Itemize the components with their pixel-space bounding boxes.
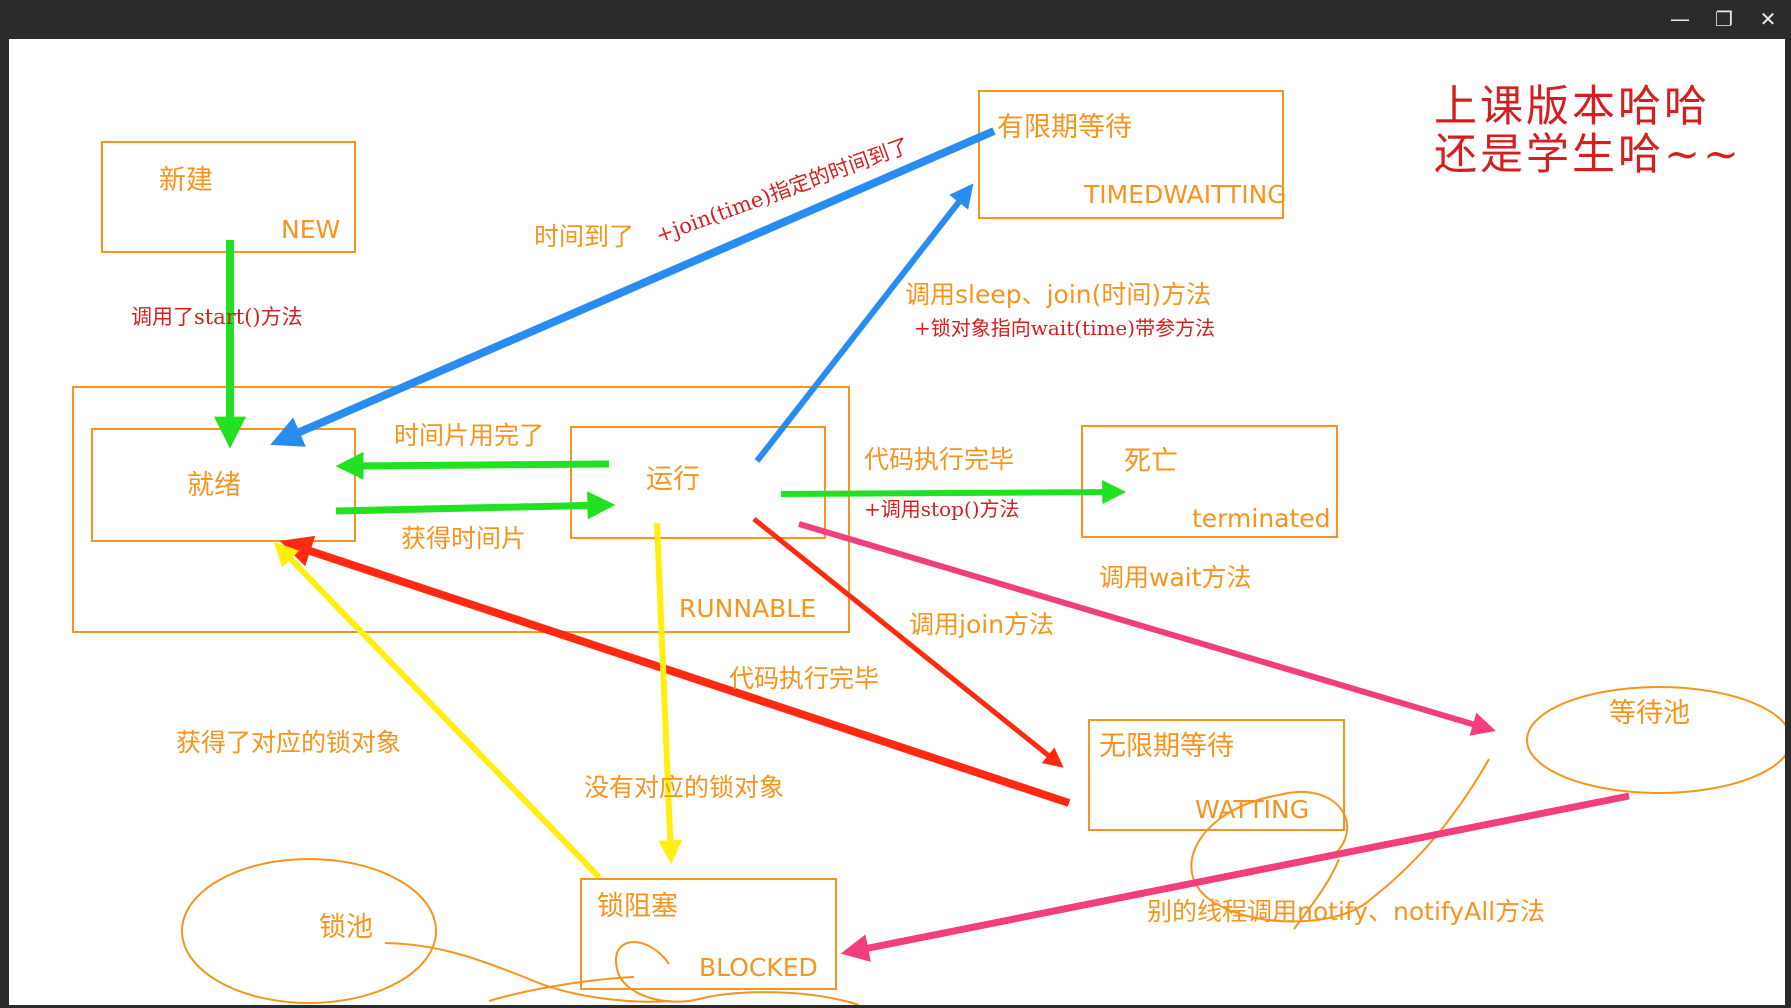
- label-code-done-2: 代码执行完毕: [729, 664, 879, 693]
- terminated-state-box: [1081, 425, 1338, 538]
- blocked-state-box: [580, 878, 837, 990]
- waiting-state-en: WATTING: [1195, 795, 1309, 824]
- runnable-state-box: [72, 386, 850, 633]
- thread-state-diagram: 新建 NEW 就绪 运行 RUNNABLE 有限期等待 TIMEDWAITTIN…: [72, 82, 1785, 1005]
- waiting-state-box: [1088, 719, 1345, 831]
- terminated-state-cn: 死亡: [1124, 446, 1178, 477]
- note-line-2: 还是学生哈~~: [1434, 130, 1742, 180]
- arrow-running-to-waiting: [752, 517, 1064, 768]
- lock-pool-label: 锁池: [319, 912, 373, 943]
- new-state-en: NEW: [281, 215, 340, 244]
- lock-pool-curve: [384, 942, 670, 1003]
- close-button[interactable]: ✕: [1759, 7, 1777, 31]
- arrow-waiting-to-ready: [279, 535, 1071, 807]
- arrow-blocked-to-ready: [273, 541, 602, 880]
- arrow-running-to-blocked: [654, 522, 683, 865]
- lock-pool-curve-2: [488, 976, 635, 1002]
- window-titlebar: — ❐ ✕: [0, 0, 1791, 38]
- arrow-waitpool-to-blocked: [840, 792, 1630, 962]
- terminated-state-en: terminated: [1192, 504, 1331, 533]
- arrow-running-to-timed: [754, 183, 974, 463]
- label-no-lock: 没有对应的锁对象: [584, 773, 784, 802]
- arrow-timed-to-ready: [270, 127, 996, 447]
- label-wait-time: +锁对象指向wait(time)带参方法: [914, 316, 1215, 340]
- label-call-wait: 调用wait方法: [1099, 563, 1252, 592]
- wait-pool-label: 等待池: [1609, 698, 1690, 729]
- waiting-scribble-tail: [1293, 858, 1340, 930]
- running-state-cn: 运行: [646, 464, 700, 495]
- arrow-running-to-terminated: [780, 480, 1127, 505]
- label-code-done-1: 代码执行完毕: [864, 445, 1014, 474]
- label-get-slice: 获得时间片: [401, 524, 526, 553]
- label-time-up: 时间到了: [534, 222, 634, 251]
- note-line-1: 上课版本哈哈: [1434, 82, 1710, 132]
- diagram-canvas: 新建 NEW 就绪 运行 RUNNABLE 有限期等待 TIMEDWAITTIN…: [9, 39, 1785, 1005]
- arrow-ready-to-running: [335, 491, 616, 520]
- runnable-state-en: RUNNABLE: [679, 594, 816, 623]
- blocked-state-en: BLOCKED: [699, 953, 818, 982]
- label-join-time: +join(time)指定的时间到了: [653, 134, 913, 248]
- timed-waiting-cn: 有限期等待: [997, 112, 1132, 143]
- label-call-join: 调用join方法: [909, 610, 1054, 639]
- label-stop-call: +调用stop()方法: [864, 497, 1020, 521]
- label-got-lock: 获得了对应的锁对象: [176, 728, 401, 757]
- minimize-button[interactable]: —: [1670, 7, 1690, 31]
- blocked-state-cn: 锁阻塞: [597, 891, 678, 922]
- label-notify: 别的线程调用notify、notifyAll方法: [1147, 897, 1545, 926]
- arrow-running-to-waitpool: [798, 521, 1496, 736]
- maximize-button[interactable]: ❐: [1715, 7, 1733, 31]
- timed-waiting-en: TIMEDWAITTING: [1083, 180, 1287, 209]
- label-sleep-join: 调用sleep、join(时间)方法: [905, 280, 1211, 309]
- running-state-box: [570, 426, 826, 539]
- ready-state-cn: 就绪: [187, 470, 241, 501]
- window-bottom-edge: [0, 1005, 1791, 1008]
- label-slice-done: 时间片用完了: [394, 421, 544, 450]
- lock-pool-ellipse: [181, 858, 437, 1004]
- waiting-scribble: [1190, 758, 1490, 923]
- label-start-call: 调用了start()方法: [131, 305, 303, 329]
- wait-pool-ellipse: [1526, 686, 1785, 794]
- new-state-cn: 新建: [159, 165, 213, 196]
- waiting-state-cn: 无限期等待: [1099, 731, 1234, 762]
- blocked-scribble: [614, 941, 860, 1005]
- timed-waiting-box: [978, 90, 1284, 219]
- arrow-running-to-ready: [335, 451, 610, 480]
